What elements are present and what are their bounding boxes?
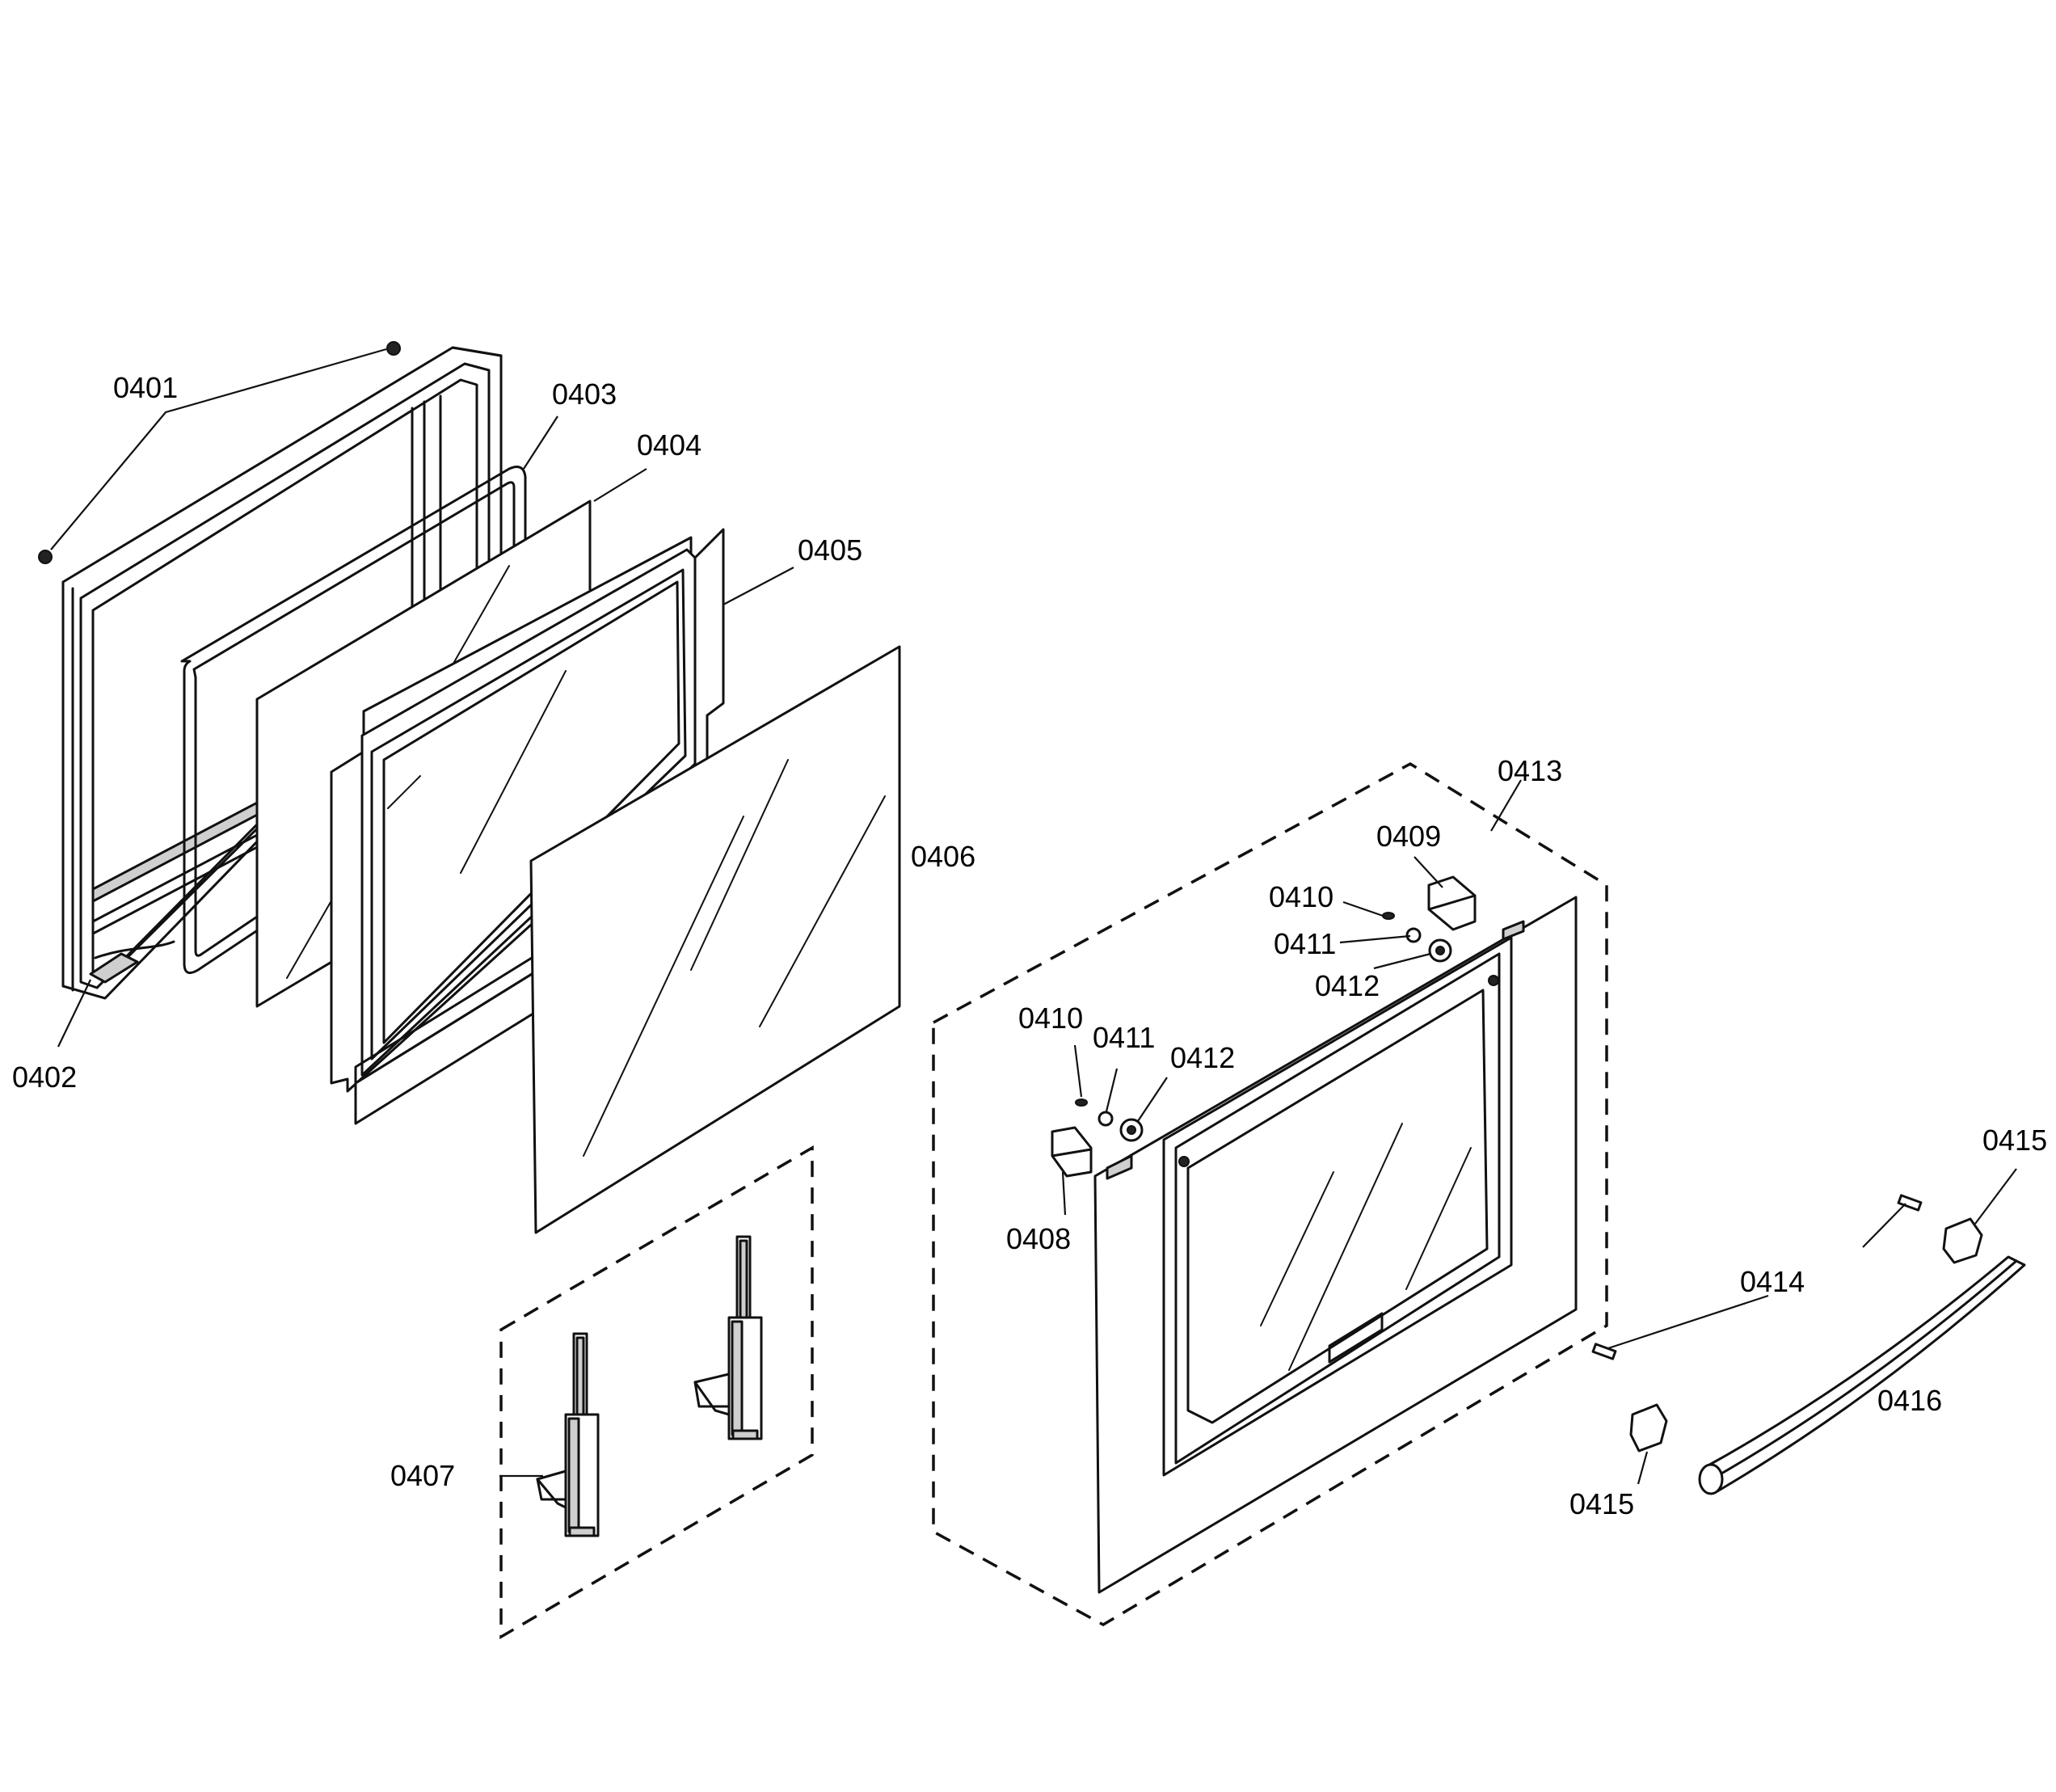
callout-0412-lower: 0412 bbox=[1170, 1041, 1235, 1074]
callout-0410-lower: 0410 bbox=[1018, 1001, 1083, 1035]
leader-lines bbox=[50, 348, 2017, 1485]
callout-0401: 0401 bbox=[113, 371, 178, 404]
callout-0402: 0402 bbox=[12, 1060, 77, 1094]
screw-icon bbox=[38, 341, 401, 564]
part-0406-outer-glass bbox=[529, 645, 901, 1234]
bracket-0409 bbox=[1427, 875, 1477, 931]
callout-0411-upper: 0411 bbox=[1274, 927, 1336, 960]
callout-0412-upper: 0412 bbox=[1315, 969, 1380, 1002]
outer-door-panel bbox=[1093, 896, 1578, 1594]
screw-washer-set-right bbox=[1382, 912, 1452, 963]
callout-0413: 0413 bbox=[1498, 754, 1562, 787]
callout-0409: 0409 bbox=[1376, 820, 1441, 853]
callout-0410-upper: 0410 bbox=[1269, 880, 1333, 913]
callout-0415-lower: 0415 bbox=[1569, 1487, 1634, 1520]
callout-0403: 0403 bbox=[552, 377, 617, 411]
callout-0416: 0416 bbox=[1877, 1384, 1942, 1417]
callout-0414: 0414 bbox=[1740, 1265, 1805, 1298]
bracket-0408 bbox=[1051, 1126, 1093, 1178]
part-0416-door-handle bbox=[1698, 1255, 2026, 1495]
callout-0411-lower: 0411 bbox=[1093, 1021, 1155, 1054]
part-0415-handle-end-cap bbox=[1629, 1217, 1983, 1453]
hinge-right bbox=[693, 1235, 763, 1440]
callout-0415-upper: 0415 bbox=[1982, 1124, 2047, 1157]
callout-0404: 0404 bbox=[637, 428, 701, 462]
callout-labels: 0401 0402 0403 0404 0405 0406 0407 0408 … bbox=[12, 371, 2047, 1520]
hinge-left bbox=[536, 1332, 600, 1537]
callout-0405: 0405 bbox=[798, 533, 862, 567]
callout-0408: 0408 bbox=[1006, 1222, 1071, 1255]
screw-washer-set-left bbox=[1075, 1098, 1144, 1142]
callout-0407: 0407 bbox=[390, 1459, 455, 1492]
part-0414-handle-pin bbox=[1591, 1194, 1923, 1360]
callout-0406: 0406 bbox=[911, 840, 975, 873]
part-0413-outer-door-assembly bbox=[932, 761, 1608, 1627]
part-0407-hinge-assembly bbox=[499, 1145, 814, 1640]
